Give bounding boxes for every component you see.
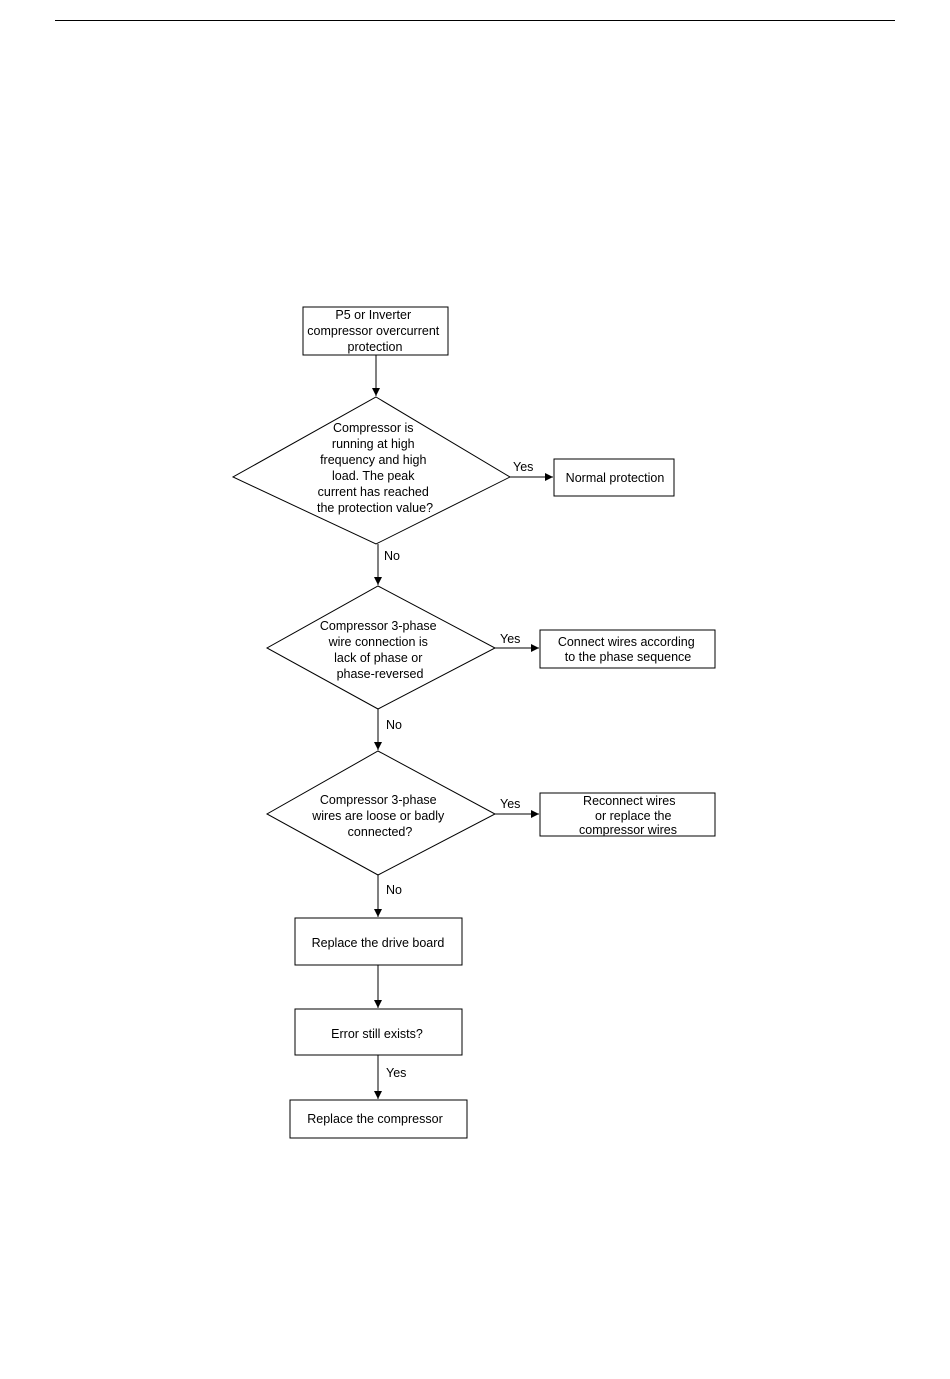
decision3-yes-label: Yes <box>500 797 520 811</box>
error-still-exists-box <box>294 1008 463 1056</box>
decision1-diamond <box>231 396 512 545</box>
decision3-text: Compressor 3-phase wires are loose or ba… <box>311 793 448 839</box>
replace-compressor-box <box>289 1099 468 1139</box>
result3-box <box>539 792 716 837</box>
replace-compressor-text: Replace the compressor <box>307 1112 442 1126</box>
result3-text: Reconnect wires or replace the compresso… <box>579 794 679 837</box>
decision2-no-label: No <box>386 718 402 732</box>
decision3-no-label: No <box>386 883 402 897</box>
result2-text: Connect wires according to the phase seq… <box>558 635 698 664</box>
decision1-yes-label: Yes <box>513 460 533 474</box>
decision2-text: Compressor 3-phase wire connection is la… <box>320 619 440 681</box>
decision1-text: Compressor is running at high frequency … <box>317 421 433 515</box>
header-rule <box>55 20 895 21</box>
replace-drive-board-box <box>294 917 463 966</box>
start-text: P5 or Inverter compressor overcurrent pr… <box>307 308 442 354</box>
result2-box <box>539 629 716 669</box>
result1-box <box>553 458 675 497</box>
decision2-yes-label: Yes <box>500 632 520 646</box>
error-still-exists-text: Error still exists? <box>331 1027 423 1041</box>
step2-yes-label: Yes <box>386 1066 406 1080</box>
result1-text: Normal protection <box>566 471 665 485</box>
decision1-no-label: No <box>384 549 400 563</box>
replace-drive-board-text: Replace the drive board <box>312 936 445 950</box>
